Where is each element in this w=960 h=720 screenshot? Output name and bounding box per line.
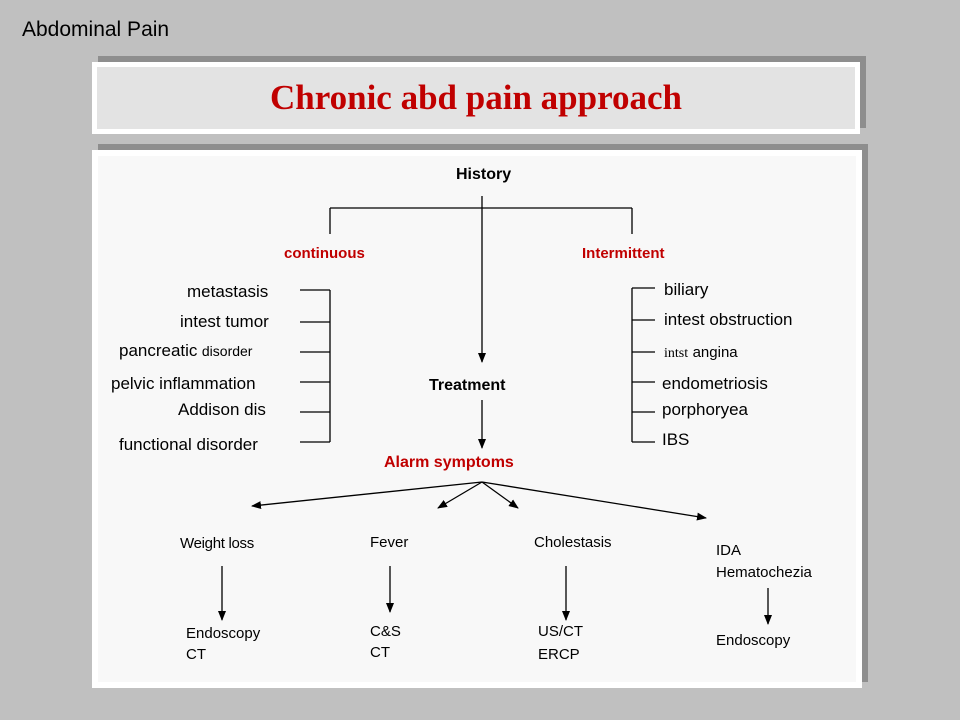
alarm-to-fever-arrow — [437, 481, 483, 509]
pancreatic-text: pancreatic — [119, 341, 198, 360]
title-banner-inner: Chronic abd pain approach — [97, 67, 855, 129]
treatment-node: Treatment — [429, 377, 506, 394]
alarm-to-cholestasis-arrow — [481, 481, 519, 509]
continuous-item-functional-disorder: functional disorder — [119, 435, 258, 454]
symptom-fever: Fever — [370, 534, 409, 551]
continuous-item-pancreatic-disorder: pancreatic disorder — [119, 341, 252, 361]
continuous-branch-label: continuous — [284, 245, 365, 262]
continuous-item-intest-tumor: intest tumor — [180, 312, 269, 331]
symptom-hematochezia: Hematochezia — [716, 564, 812, 581]
angina-text: angina — [692, 344, 738, 361]
workup-ercp: ERCP — [538, 646, 580, 663]
alarm-to-weight-loss-arrow — [251, 481, 483, 510]
symptom-cholestasis: Cholestasis — [534, 534, 612, 551]
symptom-weight-loss: Weight loss — [180, 535, 254, 552]
symptom-ida: IDA — [716, 542, 742, 559]
diagram-panel — [92, 150, 862, 688]
intermittent-item-intest-obstruction: intest obstruction — [664, 310, 793, 329]
intermittent-item-endometriosis: endometriosis — [662, 374, 768, 393]
disorder-text: disorder — [201, 343, 253, 359]
continuous-item-pelvic-inflammation: pelvic inflammation — [111, 374, 256, 393]
continuous-item-metastasis: metastasis — [187, 282, 269, 301]
intermittent-item-biliary: biliary — [664, 280, 709, 299]
intermittent-item-ibs: IBS — [662, 430, 690, 449]
alarm-symptoms-node: Alarm symptoms — [384, 454, 514, 471]
intermittent-branch-label: Intermittent — [582, 245, 665, 262]
title-banner: Chronic abd pain approach — [92, 62, 860, 134]
workup-us-ct: US/CT — [538, 623, 583, 640]
slide-title: Chronic abd pain approach — [269, 78, 683, 117]
workup-cs: C&S — [370, 623, 401, 640]
intst-text: intst — [664, 346, 689, 361]
alarm-to-ida-arrow — [481, 481, 707, 521]
workup-endoscopy-2: Endoscopy — [716, 632, 791, 649]
workup-endoscopy-1: Endoscopy — [186, 625, 261, 642]
intermittent-item-intst-angina: intst angina — [664, 344, 738, 362]
corner-title: Abdominal Pain — [22, 18, 170, 41]
workup-ct-2: CT — [370, 644, 390, 661]
diagram-panel-inner — [98, 156, 856, 682]
continuous-item-addison-dis: Addison dis — [178, 400, 266, 419]
intermittent-item-porphoryea: porphoryea — [662, 400, 749, 419]
workup-ct-1: CT — [186, 646, 206, 663]
history-node: History — [456, 166, 512, 183]
